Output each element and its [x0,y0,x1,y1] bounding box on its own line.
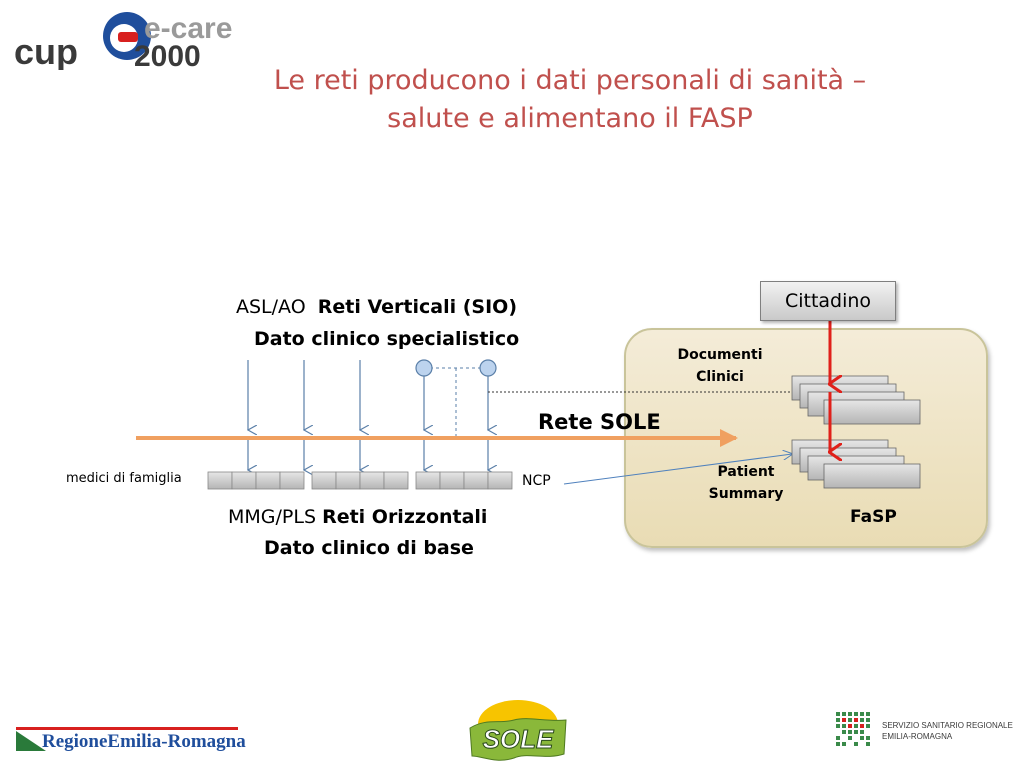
fasp-label: FaSP [850,507,897,527]
regione-red-bar [16,727,238,730]
title-line-1: Le reti producono i dati personali di sa… [273,65,867,96]
servizio-line-2: EMILIA-ROMAGNA [882,732,953,741]
logo-cup-text: cup [14,31,78,70]
cup2000-logo: cup e-care 2000 [14,8,254,73]
servizio-line-1: SERVIZIO SANITARIO REGIONALE [882,721,1013,730]
documenti-clinici-label: Documenti Clinici [674,344,766,388]
ncp-label: NCP [522,473,551,489]
logo-2000-text: 2000 [134,40,201,70]
servizio-grid-icon [836,712,876,752]
sole-text: SOLE [483,724,554,754]
medici-label: medici di famiglia [66,471,182,486]
logo-ecare-text: e-care [144,12,232,45]
patient-summary-stack [791,439,921,489]
regione-emilia-romagna-logo: RegioneEmilia-Romagna [16,724,246,758]
network-nodes [415,359,790,440]
mmg-prefix: MMG/PLS [228,506,317,528]
cittadino-box: Cittadino [760,281,896,321]
sole-region-icon [469,718,567,761]
reti-orizzontali-label: Reti Orizzontali [322,506,488,528]
patient-line-1: Patient [717,464,775,480]
documenti-stack [791,375,921,425]
dato-base-label: Dato clinico di base [264,537,474,559]
regione-text: RegioneEmilia-Romagna [42,731,246,752]
slide-title: Le reti producono i dati personali di sa… [250,62,890,138]
asl-ao-label: ASL/AO Reti Verticali (SIO) [236,296,517,318]
mmg-box-group-1 [207,471,305,490]
mmg-pls-label: MMG/PLS Reti Orizzontali [228,506,487,528]
patient-line-2: Summary [708,486,784,502]
servizio-text: SERVIZIO SANITARIO REGIONALE EMILIA-ROMA… [882,720,1013,742]
mmg-box-group-2 [311,471,409,490]
network-node [479,359,497,377]
asl-prefix: ASL/AO [236,296,306,318]
sole-logo: SOLE [466,698,570,766]
patient-summary-label: Patient Summary [700,461,792,505]
ncp-connector [563,454,792,485]
network-node [415,359,433,377]
mmg-box-groups [207,471,513,490]
vertical-network-arrows [248,360,488,470]
title-line-2: salute e alimentano il FASP [387,103,753,134]
reti-verticali-label: Reti Verticali (SIO) [317,296,518,318]
mmg-box-group-3 [415,471,513,490]
dato-specialistico-label: Dato clinico specialistico [254,328,520,350]
documenti-line-1: Documenti [677,347,763,363]
rete-sole-label: Rete SOLE [538,410,661,434]
documenti-line-2: Clinici [696,369,744,385]
